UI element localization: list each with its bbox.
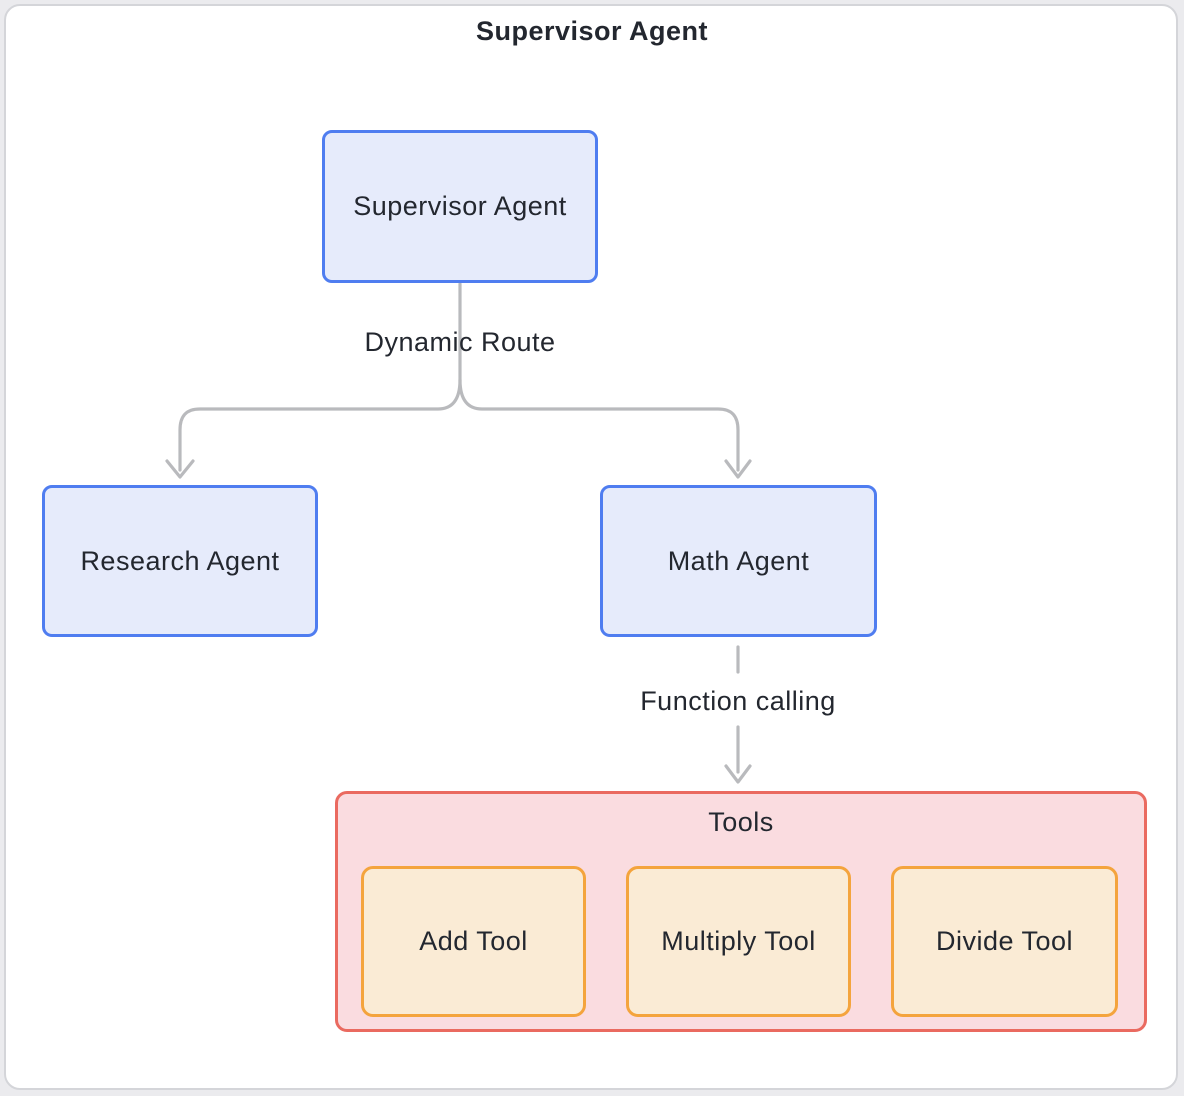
node-supervisor-agent: Supervisor Agent: [322, 130, 598, 283]
node-divide-tool-label: Divide Tool: [935, 926, 1074, 956]
node-math-agent: Math Agent: [600, 485, 877, 637]
node-research-agent-label: Research Agent: [80, 545, 280, 576]
edge-label-dynamic-route: Dynamic Route: [364, 327, 556, 357]
node-divide-tool: Divide Tool: [891, 866, 1118, 1017]
tools-container: Tools Add Tool Multiply Tool Divide Tool: [335, 791, 1147, 1032]
node-research-agent: Research Agent: [42, 485, 318, 637]
node-multiply-tool-label: Multiply Tool: [661, 926, 816, 956]
node-multiply-tool: Multiply Tool: [626, 866, 851, 1017]
tools-container-label: Tools: [708, 807, 774, 837]
node-add-tool: Add Tool: [361, 866, 586, 1017]
node-math-agent-label: Math Agent: [667, 545, 810, 576]
edge-label-function-calling: Function calling: [640, 686, 836, 716]
diagram-title: Supervisor Agent: [475, 16, 709, 46]
node-supervisor-agent-label: Supervisor Agent: [353, 191, 567, 221]
node-add-tool-label: Add Tool: [419, 926, 528, 956]
